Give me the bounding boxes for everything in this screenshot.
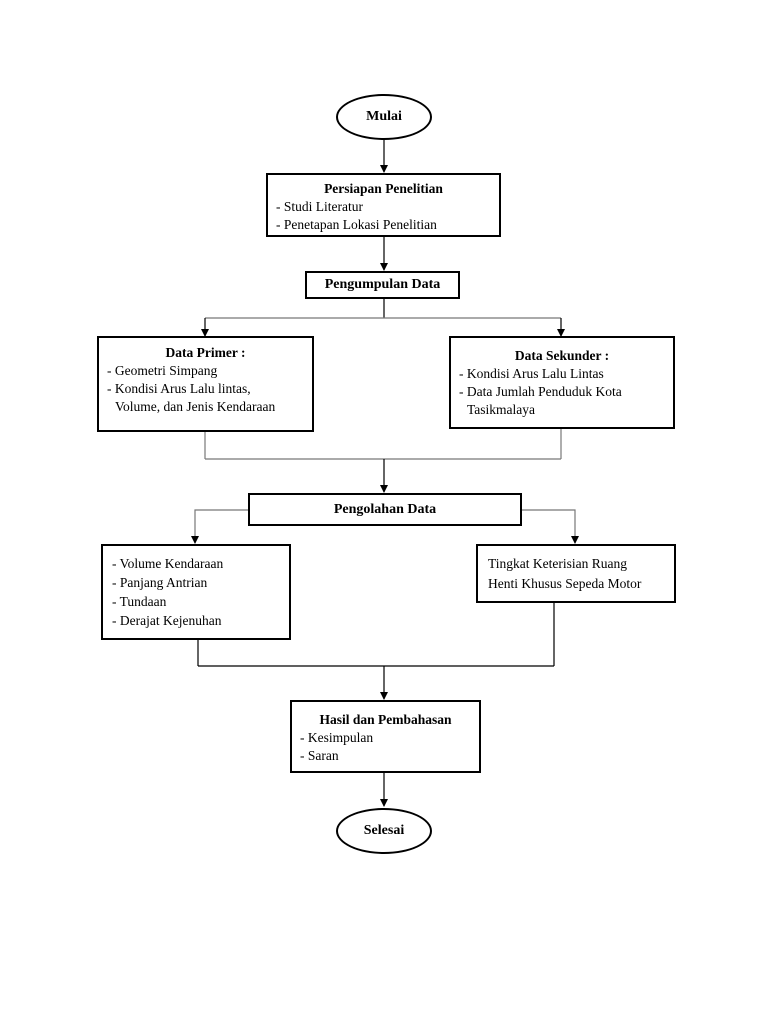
analisis-right-box: Tingkat Keterisian Ruang Henti Khusus Se…	[476, 544, 676, 603]
pengolahan-box: Pengolahan Data	[248, 493, 522, 526]
analisis-left-item: - Panjang Antrian	[112, 575, 208, 590]
analisis-left-box: - Volume Kendaraan - Panjang Antrian - T…	[101, 544, 291, 640]
analisis-right-item: Henti Khusus Sepeda Motor	[488, 576, 642, 591]
analisis-left-item: - Tundaan	[112, 594, 167, 609]
data-primer-box: Data Primer : - Geometri Simpang - Kondi…	[97, 336, 314, 432]
hasil-item: - Saran	[300, 748, 339, 763]
pengumpulan-label: Pengumpulan Data	[324, 277, 441, 292]
data-sekunder-item: - Data Jumlah Penduduk Kota	[459, 384, 622, 399]
data-primer-item: - Geometri Simpang	[107, 363, 218, 378]
end-terminal: Selesai	[336, 808, 432, 854]
persiapan-title: Persiapan Penelitian	[324, 181, 443, 196]
end-label: Selesai	[363, 823, 405, 838]
pengumpulan-box: Pengumpulan Data	[305, 271, 460, 299]
data-sekunder-title: Data Sekunder :	[514, 348, 610, 363]
arrow-pengolahan-right	[521, 509, 579, 544]
hasil-title: Hasil dan Pembahasan	[319, 712, 452, 727]
analisis-right-item: Tingkat Keterisian Ruang	[488, 556, 627, 571]
arrow-pengolahan-left	[191, 509, 248, 544]
persiapan-item: - Studi Literatur	[276, 199, 363, 214]
persiapan-item: - Penetapan Lokasi Penelitian	[276, 217, 437, 232]
hasil-box: Hasil dan Pembahasan - Kesimpulan - Sara…	[290, 700, 481, 773]
analisis-left-item: - Volume Kendaraan	[112, 556, 224, 571]
start-label: Mulai	[366, 109, 402, 124]
pengolahan-label: Pengolahan Data	[333, 501, 437, 517]
data-sekunder-box: Data Sekunder : - Kondisi Arus Lalu Lint…	[449, 336, 675, 429]
hasil-item: - Kesimpulan	[300, 730, 374, 745]
start-terminal: Mulai	[336, 94, 432, 140]
data-primer-item: Volume, dan Jenis Kendaraan	[115, 399, 276, 414]
data-sekunder-item: - Kondisi Arus Lalu Lintas	[459, 366, 604, 381]
data-primer-item: - Kondisi Arus Lalu lintas,	[107, 381, 251, 396]
data-primer-title: Data Primer :	[165, 345, 246, 360]
persiapan-box: Persiapan Penelitian - Studi Literatur -…	[266, 173, 501, 237]
data-sekunder-item: Tasikmalaya	[467, 402, 536, 417]
analisis-left-item: - Derajat Kejenuhan	[112, 613, 222, 628]
